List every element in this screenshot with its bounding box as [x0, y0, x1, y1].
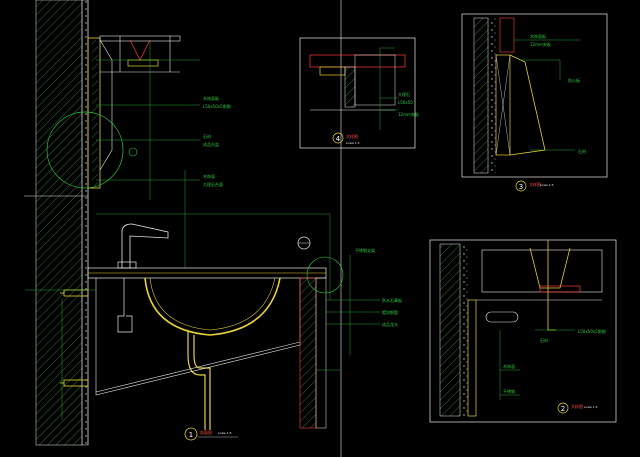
- callout: 木饰面: [503, 363, 515, 369]
- callout: 防火板: [568, 77, 580, 83]
- callout: 12mm夹板: [398, 111, 419, 117]
- callout: L50x50: [398, 100, 413, 105]
- detail-title-1: 1 剖面图 scale 1:5: [184, 427, 238, 441]
- callout: L50x50x5角钢: [578, 328, 606, 334]
- svg-text:3: 3: [519, 183, 523, 191]
- section-main: 木饰面板 L50x50x5角钢 石材 成品台盆 木饰面 大理石台面 不锈钢支架 …: [24, 0, 402, 446]
- callout: 石材: [203, 133, 211, 139]
- callout: 成品龙头: [382, 321, 398, 327]
- detail-circle-right: [306, 256, 344, 294]
- detail-circle: [46, 111, 124, 189]
- svg-text:4: 4: [336, 135, 341, 143]
- callout: 不锈钢: [503, 388, 515, 394]
- svg-text:scale 1:5: scale 1:5: [540, 183, 554, 187]
- callout: 木饰面板: [530, 33, 546, 39]
- callout: 不锈钢支架: [355, 247, 375, 253]
- detail-box-4: 大理石 L50x50 12mm夹板 4 大样图 scale 1:5: [299, 37, 419, 149]
- svg-text:大样图: 大样图: [529, 181, 541, 187]
- section-marker-icon: [297, 236, 311, 250]
- svg-text:scale 1:5: scale 1:5: [346, 141, 360, 145]
- callout: 大理石: [398, 91, 410, 97]
- svg-text:scale 1:5: scale 1:5: [584, 405, 598, 409]
- callout: L50x50x5角钢: [203, 103, 231, 109]
- svg-text:大样图: 大样图: [571, 403, 583, 409]
- detail-box-2: 石材 L50x50x5角钢 木饰面 不锈钢 2 大样图 scale 1:5: [429, 239, 617, 423]
- svg-text:大样图: 大样图: [346, 133, 358, 139]
- svg-text:1: 1: [189, 431, 193, 439]
- detail-box-3: 木饰面板 12mm夹板 防火板 石材 3 大样图 scale 1:5: [461, 13, 608, 192]
- callout: 防水石膏板: [382, 297, 402, 303]
- svg-text:2: 2: [561, 405, 565, 413]
- callout: 木饰面: [203, 173, 215, 179]
- callout: 木饰面板: [203, 95, 219, 101]
- svg-text:scale 1:5: scale 1:5: [218, 431, 232, 435]
- callout: 大理石台面: [203, 181, 223, 187]
- callout: 成品台盆: [203, 141, 219, 147]
- callout: 石材: [540, 337, 548, 343]
- callout: 镀锌钢管: [382, 309, 398, 315]
- svg-text:剖面图: 剖面图: [200, 429, 212, 435]
- callout: 石材: [578, 148, 586, 154]
- callout: 12mm夹板: [530, 41, 551, 47]
